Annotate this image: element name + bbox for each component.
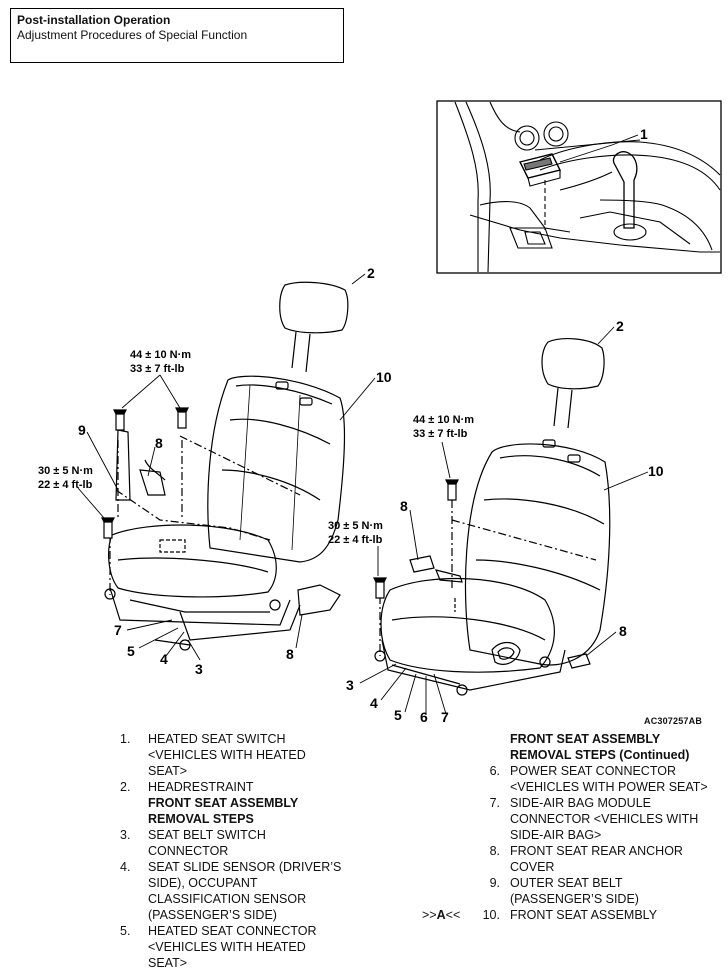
callout-2-right: 2	[616, 318, 624, 334]
callout-7-right: 7	[441, 709, 449, 725]
callout-9-left: 9	[78, 422, 86, 438]
callout-3-left: 3	[195, 661, 203, 677]
step-6: 6. POWER SEAT CONNECTOR <VEHICLES WITH P…	[418, 763, 722, 795]
torque-left-upper-ftlb: 33 ± 7 ft-lb	[130, 363, 185, 375]
step-text: (PASSENGER’S SIDE)	[148, 908, 277, 922]
callout-7-left: 7	[114, 622, 122, 638]
figure-code: AC307257AB	[644, 716, 703, 726]
illustration-svg: 1 2 2 10 10 9 8 8 8 8 7 5 4 3 3 4 5 6 7 …	[38, 100, 722, 725]
step-number: 10.	[482, 908, 500, 922]
step-2: 2. HEADRESTRAINT	[110, 779, 370, 795]
removal-steps-right: FRONT SEAT ASSEMBLY REMOVAL STEPS (Conti…	[418, 731, 722, 923]
step-text: HEATED SEAT SWITCH	[148, 732, 286, 746]
callout-6-right: 6	[420, 709, 428, 725]
group-heading-continued: FRONT SEAT ASSEMBLY REMOVAL STEPS (Conti…	[510, 732, 690, 762]
step-text: OUTER SEAT BELT	[510, 876, 623, 890]
torque-right-upper-nm: 44 ± 10 N·m	[413, 414, 474, 426]
group-heading: FRONT SEAT ASSEMBLY REMOVAL STEPS	[148, 796, 299, 826]
step-text: SIDE), OCCUPANT	[148, 876, 258, 890]
step-number: 1.	[120, 732, 131, 746]
callout-4-left: 4	[160, 651, 168, 667]
torque-right-lower-nm: 30 ± 5 N·m	[328, 520, 383, 532]
step-text: COVER	[510, 860, 555, 874]
callout-8-left-b: 8	[286, 646, 294, 662]
torque-right-upper-ftlb: 33 ± 7 ft-lb	[413, 428, 468, 440]
callout-1: 1	[640, 126, 648, 142]
console-inset	[436, 100, 722, 274]
step-text: SEAT BELT SWITCH	[148, 828, 266, 842]
step-number: 6.	[489, 764, 500, 778]
callout-10-right: 10	[648, 463, 664, 479]
step-text: <VEHICLES WITH POWER SEAT>	[510, 780, 708, 794]
callout-8-left-a: 8	[155, 435, 163, 451]
left-seat-drawing	[101, 281, 349, 651]
callout-3-right: 3	[346, 677, 354, 693]
step-text: CLASSIFICATION SENSOR	[148, 892, 307, 906]
leader-lines	[77, 134, 649, 715]
step-10: >>A<< 10. FRONT SEAT ASSEMBLY	[418, 907, 722, 923]
step-text: <VEHICLES WITH HEATED	[148, 940, 306, 954]
step-text: SIDE-AIR BAG MODULE	[510, 796, 651, 810]
section-header: Post-installation Operation Adjustment P…	[10, 8, 344, 63]
step-text: (PASSENGER’S SIDE)	[510, 892, 639, 906]
torque-left-upper-nm: 44 ± 10 N·m	[130, 349, 191, 361]
callout-4-right: 4	[370, 695, 378, 711]
step-text: FRONT SEAT REAR ANCHOR	[510, 844, 683, 858]
callout-8-right-a: 8	[400, 498, 408, 514]
step-text: HEATED SEAT CONNECTOR	[148, 924, 317, 938]
step-number: 9.	[489, 876, 500, 890]
step-number: 8.	[489, 844, 500, 858]
step-number: 2.	[120, 780, 131, 794]
step-7: 7. SIDE-AIR BAG MODULE CONNECTOR <VEHICL…	[418, 795, 722, 843]
callout-8-right-b: 8	[619, 623, 627, 639]
step-4: 4. SEAT SLIDE SENSOR (DRIVER’S SIDE), OC…	[110, 859, 370, 923]
step-text: <VEHICLES WITH HEATED	[148, 748, 306, 762]
step-number: 4.	[120, 860, 131, 874]
callout-5-right: 5	[394, 707, 402, 723]
torque-left-lower-nm: 30 ± 5 N·m	[38, 465, 93, 477]
step-text: CONNECTOR	[148, 844, 229, 858]
step-text: SEAT>	[148, 764, 188, 778]
step-number: 3.	[120, 828, 131, 842]
step-5: 5. HEATED SEAT CONNECTOR <VEHICLES WITH …	[110, 923, 370, 971]
step-3: 3. SEAT BELT SWITCH CONNECTOR	[110, 827, 370, 859]
step-number: 5.	[120, 924, 131, 938]
step-text: SEAT>	[148, 956, 188, 970]
step-1: 1. HEATED SEAT SWITCH <VEHICLES WITH HEA…	[110, 731, 370, 779]
step-text: HEADRESTRAINT	[148, 780, 254, 794]
torque-right-lower-ftlb: 22 ± 4 ft-lb	[328, 534, 383, 546]
step-text: SIDE-AIR BAG>	[510, 828, 602, 842]
header-subtitle: Adjustment Procedures of Special Functio…	[17, 28, 248, 42]
procedure-reference-mark: >>A<<	[422, 908, 461, 922]
step-9: 9. OUTER SEAT BELT (PASSENGER’S SIDE)	[418, 875, 722, 907]
step-text: CONNECTOR <VEHICLES WITH	[510, 812, 699, 826]
seat-removal-illustration: 1 2 2 10 10 9 8 8 8 8 7 5 4 3 3 4 5 6 7 …	[0, 90, 728, 730]
removal-steps-left: 1. HEATED SEAT SWITCH <VEHICLES WITH HEA…	[110, 731, 370, 971]
callout-10-left: 10	[376, 369, 392, 385]
step-8: 8. FRONT SEAT REAR ANCHOR COVER	[418, 843, 722, 875]
step-number: 7.	[489, 796, 500, 810]
step-text: FRONT SEAT ASSEMBLY	[510, 908, 658, 922]
step-text: POWER SEAT CONNECTOR	[510, 764, 676, 778]
right-seat-drawing	[373, 338, 611, 696]
callout-5-left: 5	[127, 643, 135, 659]
step-text: SEAT SLIDE SENSOR (DRIVER’S	[148, 860, 342, 874]
torque-left-lower-ftlb: 22 ± 4 ft-lb	[38, 479, 93, 491]
callout-2-left: 2	[367, 265, 375, 281]
header-title: Post-installation Operation	[17, 13, 171, 27]
